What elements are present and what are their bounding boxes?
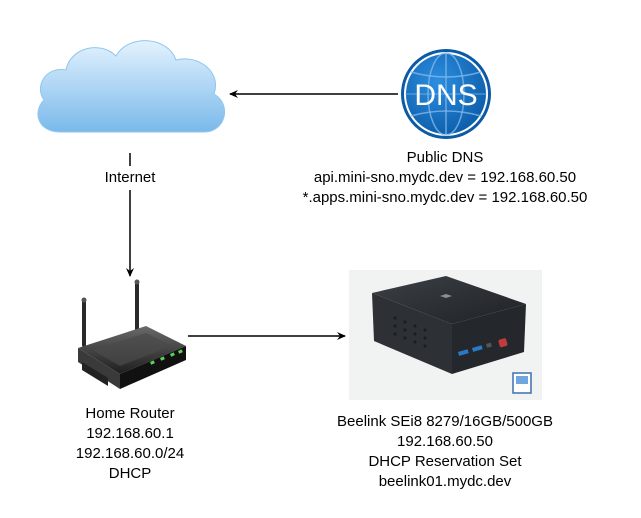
dns-icon-text: DNS [414, 79, 477, 112]
router-dhcp: DHCP [108, 465, 152, 482]
dns-record-api: api.mini-sno.mydc.dev = 192.168.60.50 [313, 169, 577, 186]
server-model: Beelink SEi8 8279/16GB/500GB [337, 413, 553, 430]
dns-title: Public DNS [406, 149, 484, 166]
dns-globe-icon: DNS [401, 49, 491, 139]
server-label: Beelink SEi8 8279/16GB/500GB 192.168.60.… [300, 412, 590, 492]
dns-record-apps: *.apps.mini-sno.mydc.dev = 192.168.60.50 [302, 189, 588, 206]
server-dhcp-reservation: DHCP Reservation Set [368, 453, 522, 470]
server-hostname: beelink01.mydc.dev [378, 473, 512, 490]
server-ip: 192.168.60.50 [397, 433, 493, 450]
public-dns-label: Public DNS api.mini-sno.mydc.dev = 192.1… [270, 148, 620, 208]
internet-cloud-icon [37, 40, 225, 133]
router-icon [78, 279, 186, 389]
router-subnet: 192.168.60.0/24 [75, 445, 185, 462]
internet-label: Internet [100, 168, 160, 188]
router-name: Home Router [85, 405, 175, 422]
router-label: Home Router 192.168.60.1 192.168.60.0/24… [50, 404, 210, 484]
mini-pc-icon [349, 270, 542, 400]
internet-label-text: Internet [104, 169, 156, 186]
router-ip: 192.168.60.1 [86, 425, 174, 442]
